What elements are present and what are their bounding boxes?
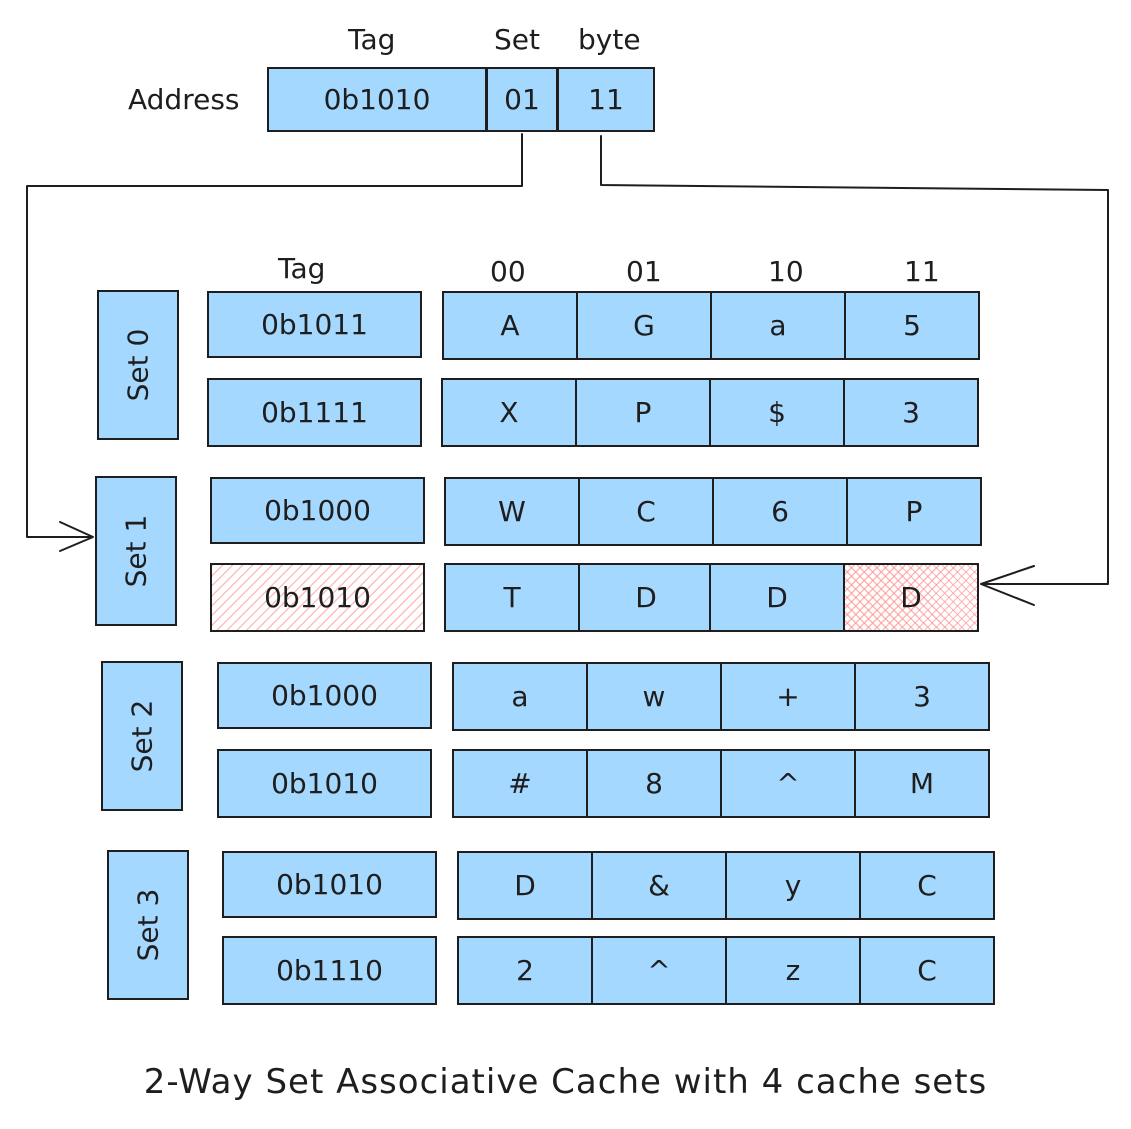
diagram-caption: 2-Way Set Associative Cache with 4 cache… — [143, 1062, 988, 1102]
byte-offset-header-00: 00 — [490, 255, 526, 288]
address-tag-value: 0b1010 — [323, 83, 431, 116]
set-0-way-1-tag: 0b1111 — [207, 378, 422, 447]
set-3-box: Set 3 — [107, 850, 189, 1000]
set-3-way-1-byte-00: 2 — [457, 936, 593, 1005]
set-3-way-1-byte-01: ^ — [591, 936, 727, 1005]
byte-offset-header-10: 10 — [768, 255, 804, 288]
set-3-way-0-byte-00: D — [457, 851, 593, 920]
set-0-way-0-byte-11: 5 — [844, 291, 980, 360]
set-0-way-0-tag: 0b1011 — [207, 291, 422, 358]
set-0-way-1-byte-11: 3 — [843, 378, 979, 447]
set-1-way-1-byte-00: T — [444, 563, 580, 632]
set-2-way-0-byte-10: + — [720, 662, 856, 731]
address-set-value: 01 — [504, 83, 540, 116]
table-tag-header: Tag — [278, 252, 326, 285]
set-2-way-1-byte-01: 8 — [586, 749, 722, 818]
set-3-way-0-byte-11: C — [859, 851, 995, 920]
address-set-header: Set — [494, 23, 540, 56]
address-tag-box: 0b1010 — [267, 67, 487, 132]
address-tag-header: Tag — [348, 23, 396, 56]
address-byte-box: 11 — [557, 67, 655, 132]
set-0-way-0-byte-10: a — [710, 291, 846, 360]
set-1-box: Set 1 — [95, 476, 177, 626]
set-1-way-1-byte-01: D — [578, 563, 714, 632]
set-1-way-0-byte-10: 6 — [712, 477, 848, 546]
set-1-way-0-byte-11: P — [846, 477, 982, 546]
set-2-box: Set 2 — [101, 661, 183, 811]
byte-offset-arrow-line — [600, 135, 1109, 585]
set-1-way-1-byte-10: D — [709, 563, 845, 632]
set-0-way-1-byte-01: P — [575, 378, 711, 447]
set-3-way-1-byte-10: z — [725, 936, 861, 1005]
byte-offset-header-11: 11 — [904, 255, 940, 288]
set-3-way-1-tag: 0b1110 — [222, 936, 437, 1005]
set-0-way-1-byte-10: $ — [709, 378, 845, 447]
set-3-way-1-byte-11: C — [859, 936, 995, 1005]
set-2-way-1-byte-10: ^ — [720, 749, 856, 818]
set-3-way-0-tag: 0b1010 — [222, 851, 437, 918]
byte-offset-header-01: 01 — [626, 255, 662, 288]
set-1-way-1-tag-match: 0b1010 — [210, 563, 425, 632]
address-label: Address — [128, 83, 240, 116]
set-2-way-1-byte-00: # — [452, 749, 588, 818]
set-2-way-0-byte-11: 3 — [854, 662, 990, 731]
set-index-arrow-head-icon — [59, 521, 94, 552]
set-2-way-1-byte-11: M — [854, 749, 990, 818]
set-index-arrow-line — [26, 133, 523, 538]
set-1-way-1-byte-11-hit: D — [843, 563, 979, 632]
set-1-way-0-byte-00: W — [444, 477, 580, 546]
address-byte-header: byte — [578, 23, 641, 56]
byte-offset-arrow-head-icon — [980, 565, 1035, 606]
set-3-way-0-byte-10: y — [725, 851, 861, 920]
set-2-way-0-tag: 0b1000 — [217, 662, 432, 729]
set-1-way-0-tag: 0b1000 — [210, 477, 425, 544]
address-byte-value: 11 — [588, 83, 624, 116]
set-0-box: Set 0 — [97, 290, 179, 440]
set-2-way-0-byte-01: w — [586, 662, 722, 731]
set-2-way-1-tag: 0b1010 — [217, 749, 432, 818]
